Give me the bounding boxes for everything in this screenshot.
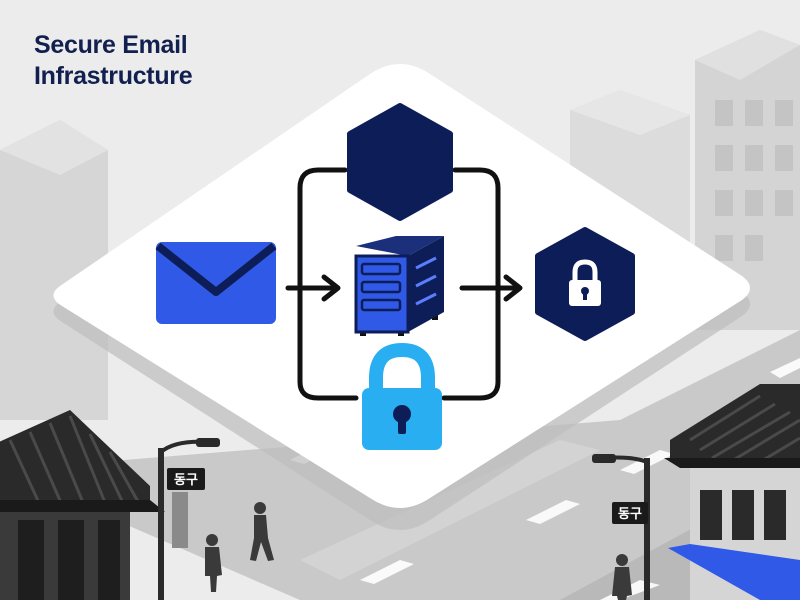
- pedestrian: [612, 554, 632, 600]
- hexagon-lock-icon: [535, 227, 635, 341]
- hexagon-node-icon: [347, 103, 453, 221]
- traditional-building-right: [664, 384, 800, 600]
- street-lamp-left: [158, 438, 220, 600]
- street-sign-left: 동구: [174, 473, 198, 488]
- pedestrian: [205, 534, 222, 592]
- arrow-email-to-server: [285, 274, 341, 302]
- title-line-2: Infrastructure: [34, 62, 193, 90]
- server-rack-icon: [354, 236, 444, 336]
- connector-lines: [297, 167, 501, 401]
- street-sign-right: 동구: [618, 507, 642, 522]
- title-line-1: Secure Email: [34, 31, 188, 59]
- envelope-icon: [155, 242, 277, 324]
- arrow-server-to-secure-node: [459, 274, 523, 302]
- padlock-icon: [362, 342, 442, 450]
- page-title: Secure Email Infrastructure: [34, 30, 193, 92]
- pedestrian: [250, 502, 274, 561]
- traditional-building-left: [0, 410, 165, 600]
- street-lamp-right: [592, 454, 650, 600]
